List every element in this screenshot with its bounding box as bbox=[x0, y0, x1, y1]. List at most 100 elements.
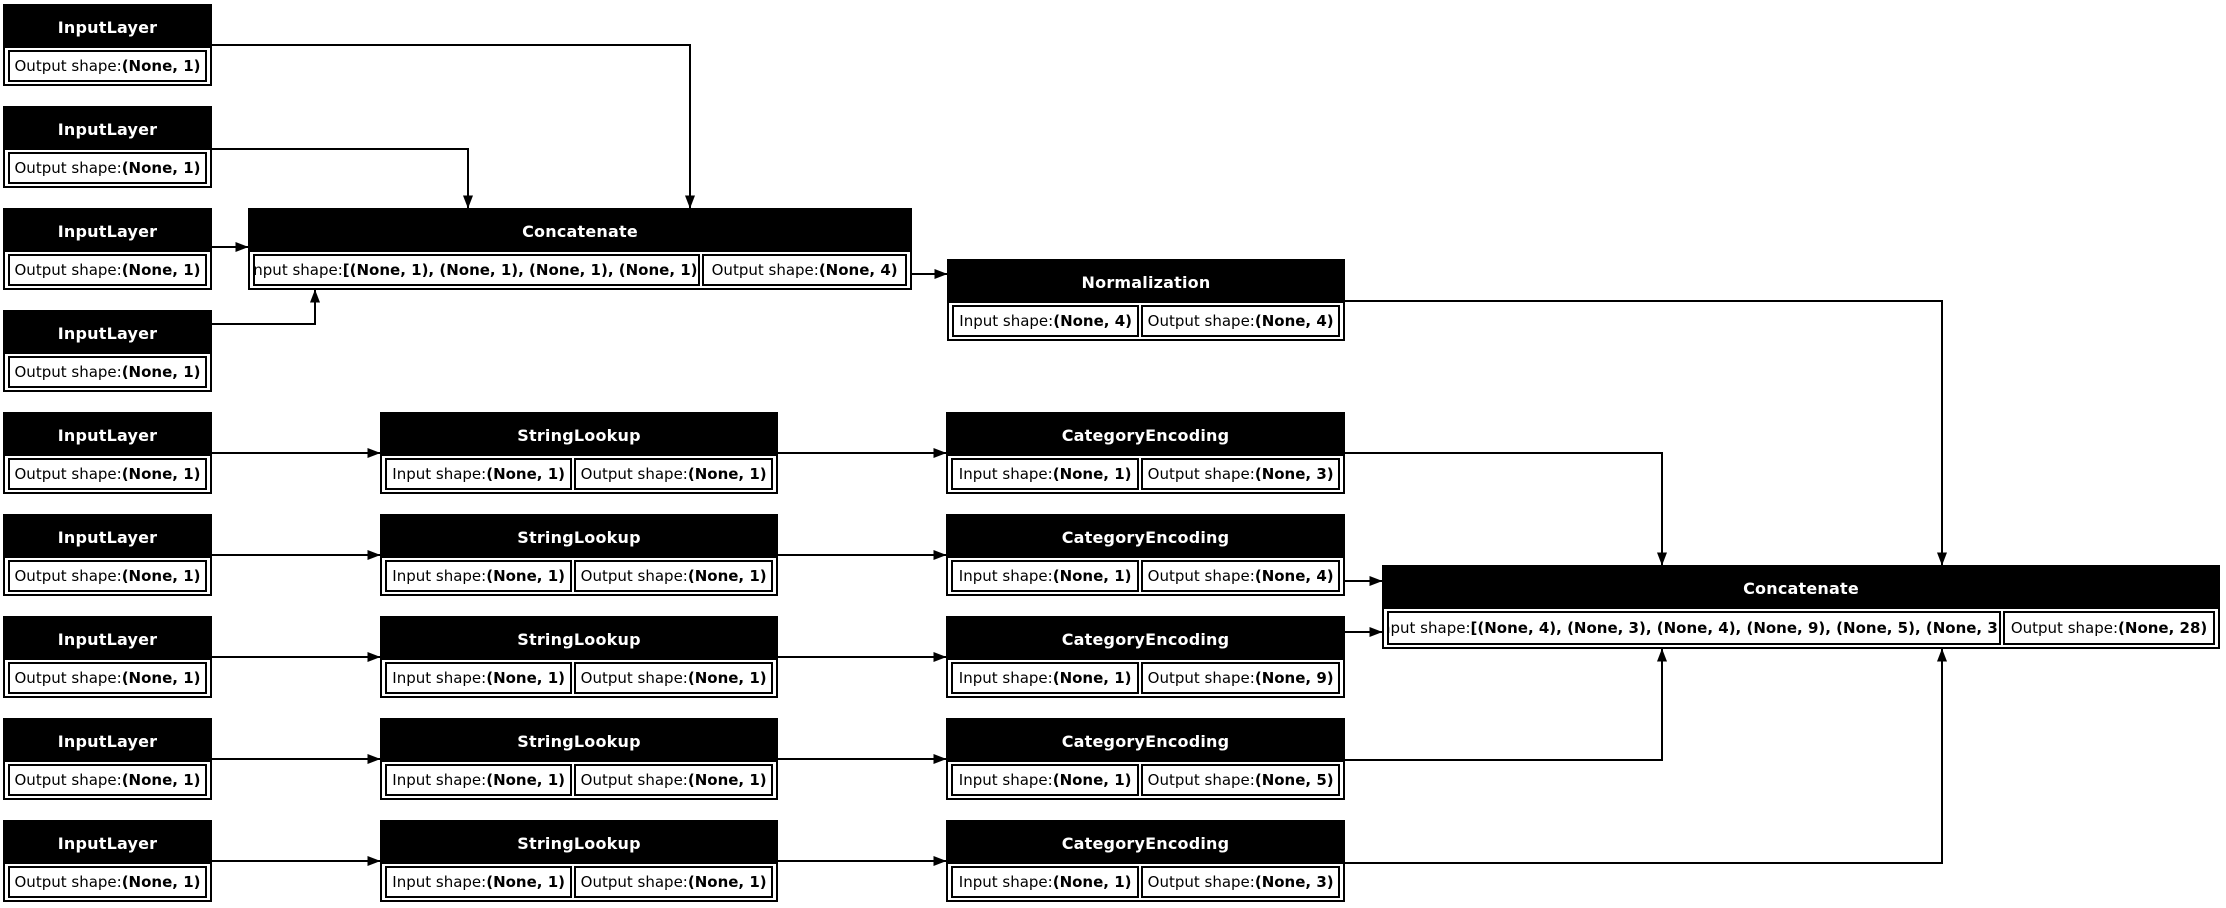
shape-prefix: Input shape: bbox=[392, 567, 487, 585]
shape-cell: Output shape: (None, 1) bbox=[574, 458, 773, 490]
layer-type-label: CategoryEncoding bbox=[948, 822, 1343, 864]
layer-type-label: StringLookup bbox=[382, 414, 776, 456]
shape-cell: Output shape: (None, 1) bbox=[8, 662, 207, 694]
shape-value: (None, 1) bbox=[687, 465, 767, 483]
layer-type-label: InputLayer bbox=[5, 210, 210, 252]
shape-value: (None, 28) bbox=[2118, 619, 2208, 637]
shape-value: (None, 4) bbox=[1053, 312, 1132, 330]
layer-shape-row: Output shape: (None, 1) bbox=[5, 150, 210, 186]
shape-cell: Output shape: (None, 1) bbox=[8, 254, 207, 286]
layer-shape-row: Output shape: (None, 1) bbox=[5, 252, 210, 288]
shape-prefix: Input shape: bbox=[253, 261, 343, 279]
layer-shape-row: Input shape: (None, 1)Output shape: (Non… bbox=[948, 660, 1343, 696]
shape-cell: Output shape: (None, 9) bbox=[1141, 662, 1340, 694]
shape-cell: Input shape: (None, 1) bbox=[385, 662, 573, 694]
shape-cell: Input shape: (None, 1) bbox=[385, 560, 573, 592]
shape-cell: Output shape: (None, 4) bbox=[702, 254, 907, 286]
shape-cell: Input shape: [(None, 4), (None, 3), (Non… bbox=[1387, 611, 2002, 645]
layer-type-label: StringLookup bbox=[382, 720, 776, 762]
layer-shape-row: Input shape: [(None, 4), (None, 3), (Non… bbox=[1384, 609, 2218, 647]
shape-cell: Output shape: (None, 1) bbox=[8, 152, 207, 184]
shape-value: (None, 1) bbox=[121, 567, 201, 585]
shape-value: (None, 1) bbox=[486, 465, 565, 483]
shape-value: (None, 1) bbox=[687, 771, 767, 789]
shape-prefix: Input shape: bbox=[958, 567, 1053, 585]
shape-prefix: Output shape: bbox=[14, 873, 122, 891]
layer-shape-row: Output shape: (None, 1) bbox=[5, 558, 210, 594]
shape-cell: Input shape: [(None, 1), (None, 1), (Non… bbox=[253, 254, 701, 286]
shape-prefix: Output shape: bbox=[14, 465, 122, 483]
layer-type-label: InputLayer bbox=[5, 720, 210, 762]
shape-cell: Output shape: (None, 1) bbox=[8, 50, 207, 82]
layer-shape-row: Output shape: (None, 1) bbox=[5, 456, 210, 492]
shape-prefix: Output shape: bbox=[580, 465, 688, 483]
layer-shape-row: Output shape: (None, 1) bbox=[5, 48, 210, 84]
shape-value: (None, 1) bbox=[121, 771, 201, 789]
shape-prefix: Output shape: bbox=[580, 771, 688, 789]
shape-cell: Output shape: (None, 4) bbox=[1141, 560, 1340, 592]
shape-prefix: Output shape: bbox=[14, 261, 122, 279]
shape-cell: Output shape: (None, 4) bbox=[1141, 305, 1340, 337]
layer-shape-row: Input shape: [(None, 1), (None, 1), (Non… bbox=[250, 252, 910, 288]
layer-shape-row: Input shape: (None, 1)Output shape: (Non… bbox=[948, 762, 1343, 798]
shape-cell: Input shape: (None, 4) bbox=[952, 305, 1140, 337]
shape-cell: Output shape: (None, 1) bbox=[574, 560, 773, 592]
shape-prefix: Output shape: bbox=[580, 567, 688, 585]
shape-value: (None, 1) bbox=[121, 261, 201, 279]
shape-value: [(None, 4), (None, 3), (None, 4), (None,… bbox=[1470, 619, 2002, 637]
edge-encode-4-to-concat-2 bbox=[1345, 648, 1667, 761]
shape-prefix: Input shape: bbox=[958, 873, 1053, 891]
layer-shape-row: Output shape: (None, 1) bbox=[5, 864, 210, 900]
shape-cell: Input shape: (None, 1) bbox=[951, 662, 1140, 694]
shape-cell: Input shape: (None, 1) bbox=[951, 560, 1140, 592]
layer-shape-row: Output shape: (None, 1) bbox=[5, 660, 210, 696]
shape-prefix: Input shape: bbox=[1389, 619, 1471, 637]
layer-shape-row: Input shape: (None, 1)Output shape: (Non… bbox=[382, 660, 776, 696]
edge-encode-5-to-concat-2 bbox=[1345, 648, 1947, 864]
shape-cell: Input shape: (None, 1) bbox=[951, 458, 1140, 490]
layer-type-label: CategoryEncoding bbox=[948, 516, 1343, 558]
layer-type-label: CategoryEncoding bbox=[948, 618, 1343, 660]
edge-encode-1-to-concat-2 bbox=[1345, 452, 1667, 566]
shape-value: (None, 1) bbox=[1052, 669, 1132, 687]
shape-prefix: Input shape: bbox=[958, 771, 1053, 789]
shape-value: (None, 1) bbox=[486, 873, 565, 891]
layer-type-label: CategoryEncoding bbox=[948, 720, 1343, 762]
layer-shape-row: Input shape: (None, 1)Output shape: (Non… bbox=[382, 864, 776, 900]
shape-prefix: Output shape: bbox=[1147, 567, 1255, 585]
shape-prefix: Output shape: bbox=[1147, 873, 1255, 891]
shape-value: (None, 1) bbox=[1052, 567, 1132, 585]
shape-prefix: Input shape: bbox=[958, 669, 1053, 687]
shape-prefix: Output shape: bbox=[1147, 669, 1255, 687]
shape-prefix: Output shape: bbox=[711, 261, 819, 279]
edge-input-4-to-concat-1 bbox=[212, 289, 320, 325]
shape-cell: Output shape: (None, 3) bbox=[1141, 458, 1340, 490]
edge-normalization-to-concat-2 bbox=[1345, 300, 1947, 566]
shape-value: (None, 1) bbox=[1052, 465, 1132, 483]
layer-type-label: Concatenate bbox=[250, 210, 910, 252]
shape-prefix: Output shape: bbox=[1147, 465, 1255, 483]
shape-prefix: Output shape: bbox=[580, 873, 688, 891]
shape-cell: Output shape: (None, 1) bbox=[8, 866, 207, 898]
layer-type-label: StringLookup bbox=[382, 618, 776, 660]
layer-shape-row: Input shape: (None, 1)Output shape: (Non… bbox=[948, 456, 1343, 492]
layer-type-label: InputLayer bbox=[5, 822, 210, 864]
shape-cell: Input shape: (None, 1) bbox=[951, 764, 1140, 796]
layer-shape-row: Input shape: (None, 4)Output shape: (Non… bbox=[949, 303, 1343, 339]
